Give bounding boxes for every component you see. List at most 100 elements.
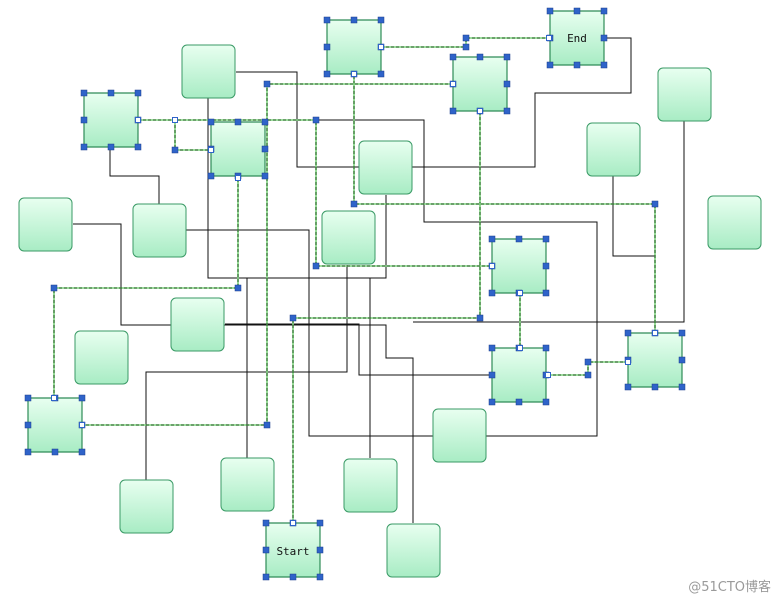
edge-port-handle[interactable]: [652, 330, 658, 336]
resize-handle[interactable]: [542, 289, 550, 297]
resize-handle[interactable]: [624, 383, 632, 391]
resize-handle[interactable]: [678, 356, 686, 364]
edge-bend-handle[interactable]: [584, 358, 592, 366]
resize-handle[interactable]: [600, 34, 608, 42]
resize-handle[interactable]: [503, 107, 511, 115]
resize-handle[interactable]: [207, 172, 215, 180]
resize-handle[interactable]: [107, 143, 115, 151]
node[interactable]: [74, 330, 129, 385]
path-edge[interactable]: [138, 119, 492, 267]
resize-handle[interactable]: [323, 70, 331, 78]
resize-handle[interactable]: [546, 7, 554, 15]
edge[interactable]: [207, 98, 387, 279]
resize-handle[interactable]: [488, 235, 496, 243]
resize-handle[interactable]: [78, 394, 86, 402]
edge-port-handle[interactable]: [351, 71, 357, 77]
resize-handle[interactable]: [542, 262, 550, 270]
resize-handle[interactable]: [262, 519, 270, 527]
edge-port-handle[interactable]: [477, 108, 483, 114]
resize-handle[interactable]: [24, 394, 32, 402]
edge[interactable]: [612, 176, 655, 257]
node[interactable]: [386, 523, 441, 578]
resize-handle[interactable]: [488, 344, 496, 352]
resize-handle[interactable]: [207, 118, 215, 126]
edge[interactable]: [225, 323, 492, 376]
resize-handle[interactable]: [80, 89, 88, 97]
edge[interactable]: [412, 37, 632, 168]
edge-port-handle[interactable]: [378, 44, 384, 50]
resize-handle[interactable]: [542, 344, 550, 352]
resize-handle[interactable]: [678, 383, 686, 391]
resize-handle[interactable]: [449, 53, 457, 61]
resize-handle[interactable]: [78, 448, 86, 456]
path-edge[interactable]: [82, 83, 453, 426]
edge-bend-handle[interactable]: [234, 284, 242, 292]
resize-handle[interactable]: [476, 53, 484, 61]
edge-bend-handle[interactable]: [584, 371, 592, 379]
edge[interactable]: [109, 149, 160, 204]
resize-handle[interactable]: [262, 546, 270, 554]
resize-handle[interactable]: [80, 116, 88, 124]
resize-handle[interactable]: [234, 118, 242, 126]
resize-handle[interactable]: [377, 70, 385, 78]
edge-bend-handle[interactable]: [462, 34, 470, 42]
resize-handle[interactable]: [134, 89, 142, 97]
resize-handle[interactable]: [80, 143, 88, 151]
resize-handle[interactable]: [624, 329, 632, 337]
node[interactable]: [119, 479, 174, 534]
resize-handle[interactable]: [316, 573, 324, 581]
path-edge[interactable]: [174, 120, 211, 151]
edge-bend-handle[interactable]: [476, 314, 484, 322]
resize-handle[interactable]: [107, 89, 115, 97]
path-node[interactable]: [452, 56, 508, 112]
edge-port-handle[interactable]: [489, 263, 495, 269]
node[interactable]: [170, 297, 225, 352]
node[interactable]: [343, 458, 398, 513]
resize-handle[interactable]: [24, 421, 32, 429]
edge-port-handle[interactable]: [79, 422, 85, 428]
resize-handle[interactable]: [542, 398, 550, 406]
resize-handle[interactable]: [134, 143, 142, 151]
path-edge[interactable]: [353, 74, 656, 333]
resize-handle[interactable]: [503, 80, 511, 88]
edge-port-handle[interactable]: [450, 81, 456, 87]
edge-port-handle[interactable]: [517, 345, 523, 351]
resize-handle[interactable]: [678, 329, 686, 337]
edge-port-handle[interactable]: [135, 117, 141, 123]
edge-bend-handle[interactable]: [462, 43, 470, 51]
path-node[interactable]: [491, 238, 547, 294]
resize-handle[interactable]: [488, 289, 496, 297]
resize-handle[interactable]: [488, 371, 496, 379]
node[interactable]: [657, 67, 712, 122]
node[interactable]: [432, 408, 487, 463]
resize-handle[interactable]: [503, 53, 511, 61]
edge-port-handle[interactable]: [545, 372, 551, 378]
edge-port-handle[interactable]: [546, 35, 552, 41]
path-node[interactable]: [210, 121, 266, 177]
path-node[interactable]: [27, 397, 83, 453]
resize-handle[interactable]: [24, 448, 32, 456]
path-node[interactable]: [83, 92, 139, 148]
path-node[interactable]: [627, 332, 683, 388]
edge-bend-handle[interactable]: [50, 284, 58, 292]
path-edge[interactable]: [292, 111, 481, 523]
node[interactable]: [586, 122, 641, 177]
edge-port-handle[interactable]: [172, 117, 178, 123]
resize-handle[interactable]: [651, 383, 659, 391]
resize-handle[interactable]: [449, 107, 457, 115]
resize-handle[interactable]: [316, 519, 324, 527]
resize-handle[interactable]: [542, 235, 550, 243]
edge-port-handle[interactable]: [235, 175, 241, 181]
node[interactable]: [358, 140, 413, 195]
node[interactable]: [132, 203, 187, 258]
edge-port-handle[interactable]: [51, 395, 57, 401]
edge-bend-handle[interactable]: [350, 200, 358, 208]
resize-handle[interactable]: [377, 16, 385, 24]
edge-port-handle[interactable]: [208, 147, 214, 153]
resize-handle[interactable]: [261, 145, 269, 153]
edge-bend-handle[interactable]: [651, 200, 659, 208]
edge-bend-handle[interactable]: [312, 116, 320, 124]
resize-handle[interactable]: [323, 16, 331, 24]
resize-handle[interactable]: [488, 398, 496, 406]
